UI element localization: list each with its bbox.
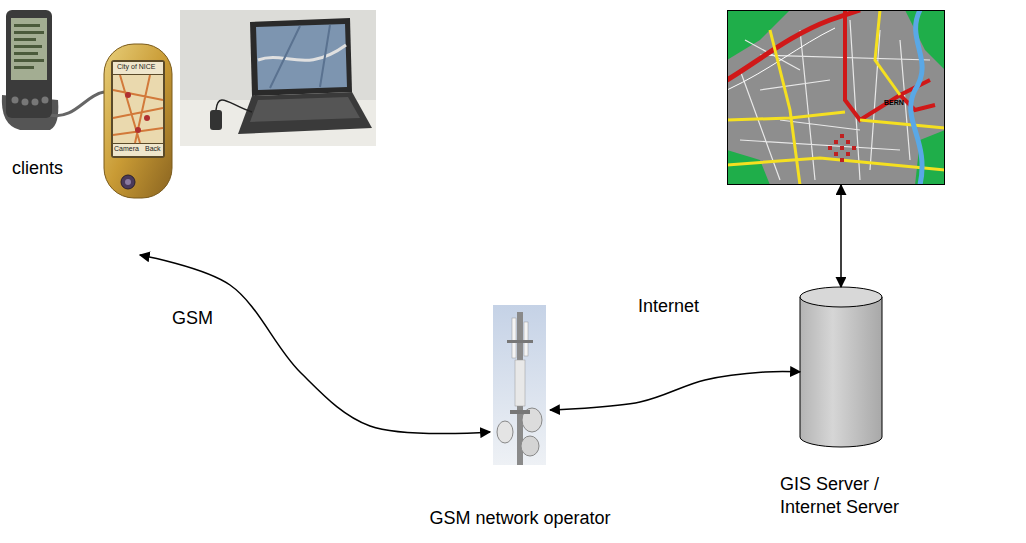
city-map — [727, 10, 790, 60]
connector-label: Internet — [636, 296, 701, 318]
pda-picture — [14, 52, 38, 55]
laptop-picture — [270, 25, 330, 88]
antenna-picture — [521, 436, 539, 456]
city-map — [727, 150, 770, 185]
city-map — [860, 120, 945, 128]
pda-picture — [14, 59, 44, 62]
antenna-picture — [510, 410, 530, 414]
node-label: BERN — [884, 98, 914, 107]
phone-picture — [125, 92, 131, 98]
city-map — [727, 10, 945, 185]
laptop-picture — [210, 110, 222, 130]
antenna-picture — [493, 305, 546, 465]
antenna-picture — [493, 305, 546, 465]
softkey-label: Back — [145, 145, 161, 153]
pda-picture — [22, 99, 29, 106]
server-cylinder — [800, 297, 882, 447]
city-map — [905, 10, 945, 70]
antenna-picture — [512, 318, 516, 358]
city-map — [728, 11, 945, 185]
pda-picture — [42, 97, 49, 104]
antenna-picture — [497, 421, 513, 443]
laptop-picture — [180, 10, 376, 146]
city-map — [727, 28, 835, 90]
city-map — [846, 140, 850, 144]
pda-picture — [14, 38, 36, 41]
city-map — [727, 112, 845, 120]
laptop-picture — [250, 18, 352, 96]
connector-label: GSM — [170, 308, 215, 330]
laptop-picture — [250, 97, 360, 122]
city-map — [740, 20, 930, 180]
city-map — [875, 10, 900, 95]
city-map — [900, 95, 935, 110]
city-map — [840, 146, 844, 150]
connector-arrow — [550, 372, 800, 410]
phone-picture — [104, 44, 172, 198]
city-map — [727, 10, 945, 185]
antenna-picture — [507, 340, 533, 343]
laptop-picture — [216, 100, 252, 112]
pda-picture — [14, 45, 42, 48]
client-group: clients — [0, 5, 380, 255]
connector-arrow — [840, 185, 842, 287]
map-box: BERN — [727, 10, 945, 185]
phone-picture — [121, 175, 135, 189]
pda-picture — [50, 92, 104, 116]
antenna-picture — [515, 360, 525, 406]
city-map — [834, 152, 838, 156]
city-map — [828, 146, 832, 150]
city-map — [828, 134, 856, 162]
pda-picture — [12, 97, 19, 104]
pda-picture — [14, 24, 40, 27]
phone-picture — [144, 115, 150, 121]
phone-picture — [113, 75, 163, 143]
city-map — [911, 10, 922, 185]
phone-picture — [125, 179, 131, 185]
server-cylinder — [800, 287, 882, 307]
screen-title: City of NICE — [117, 63, 156, 71]
phone-picture — [113, 62, 163, 74]
node-label: GIS Server / Internet Server — [780, 473, 940, 520]
laptop-picture — [256, 24, 347, 90]
node-label: clients — [12, 157, 112, 180]
city-map — [727, 158, 945, 170]
pda-picture — [11, 18, 47, 80]
city-map — [834, 140, 838, 144]
city-map — [852, 146, 856, 150]
softkey-label: Camera — [114, 145, 139, 153]
pda-picture — [2, 10, 104, 130]
phone-picture — [104, 44, 172, 198]
laptop-picture — [238, 92, 372, 134]
pda-picture — [32, 99, 39, 106]
city-map — [846, 152, 850, 156]
phone-picture — [135, 127, 141, 133]
antenna-picture — [524, 322, 528, 356]
connector-arrow — [140, 255, 490, 434]
city-map — [840, 134, 844, 138]
laptop-picture — [180, 10, 376, 146]
node-label: GSM network operator — [420, 507, 620, 530]
server-node: GIS Server / Internet Server — [800, 287, 882, 447]
phone-picture — [113, 75, 163, 143]
laptop-picture — [258, 45, 346, 60]
operator-node: GSM network operator — [490, 300, 550, 470]
phone-picture — [113, 144, 163, 156]
server-cylinder — [800, 287, 882, 447]
city-map — [727, 10, 860, 80]
pda-picture — [6, 10, 52, 118]
pda-picture — [14, 66, 34, 69]
city-map — [840, 158, 844, 162]
phone-picture — [111, 60, 165, 158]
pda-picture — [14, 31, 44, 34]
